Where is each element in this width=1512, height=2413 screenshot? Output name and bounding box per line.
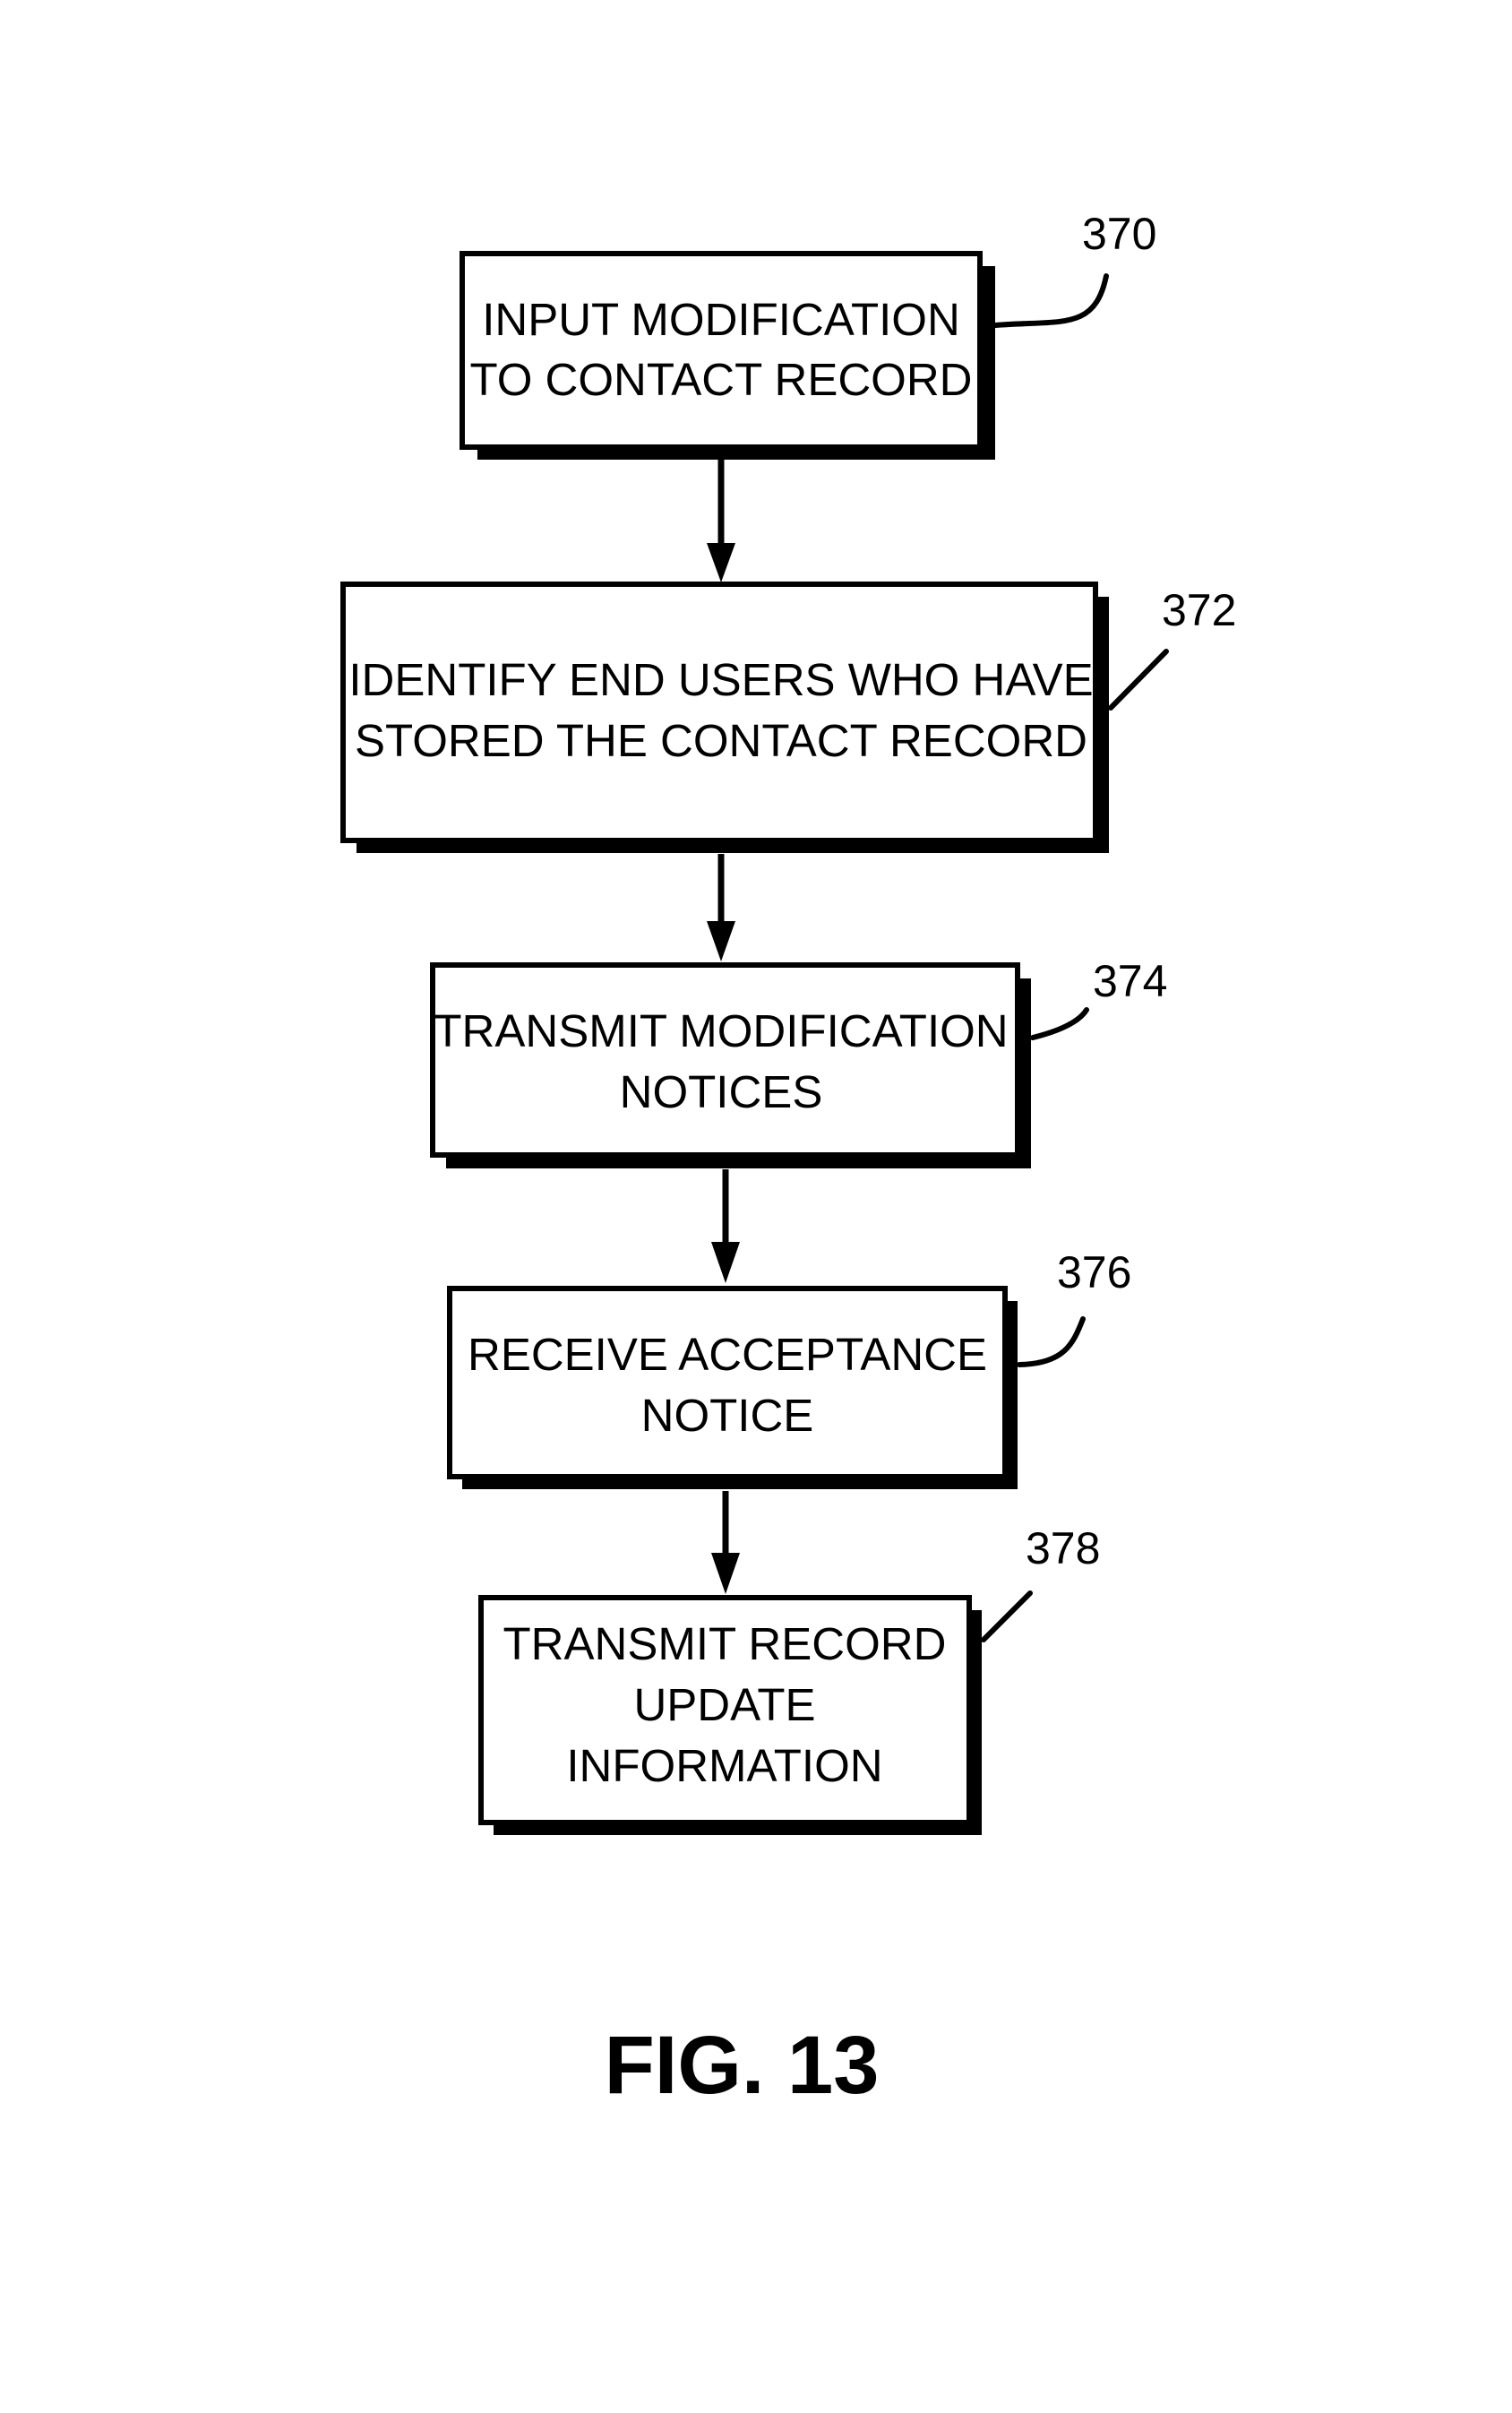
- step-376-line-1: RECEIVE ACCEPTANCE: [468, 1329, 987, 1380]
- ref-label-376: 376: [1057, 1247, 1131, 1297]
- figure-label: FIG. 13: [605, 2020, 880, 2111]
- step-378-line-1: TRANSMIT RECORD: [503, 1618, 947, 1669]
- step-370-line-1: INPUT MODIFICATION: [482, 294, 960, 345]
- box-border: [450, 1288, 1005, 1477]
- flow-arrow: [707, 448, 735, 582]
- ref-label-378: 378: [1026, 1523, 1100, 1573]
- ref-label-374: 374: [1093, 956, 1167, 1006]
- step-box-372: IDENTIFY END USERS WHO HAVE STORED THE C…: [343, 584, 1109, 853]
- leader-line-372: [1111, 651, 1166, 708]
- leader-line-376: [1019, 1319, 1083, 1365]
- step-374-line-1: TRANSMIT MODIFICATION: [434, 1005, 1008, 1056]
- ref-label-370: 370: [1082, 209, 1156, 259]
- step-box-374: TRANSMIT MODIFICATION NOTICES: [433, 965, 1031, 1168]
- step-box-378: TRANSMIT RECORD UPDATE INFORMATION: [481, 1598, 982, 1835]
- step-box-376: RECEIVE ACCEPTANCE NOTICE: [450, 1288, 1018, 1489]
- leader-line-378: [984, 1593, 1030, 1640]
- step-box-370: INPUT MODIFICATION TO CONTACT RECORD: [462, 254, 995, 460]
- step-370-line-2: TO CONTACT RECORD: [469, 354, 972, 405]
- flow-arrow: [711, 1169, 740, 1283]
- step-372-line-2: STORED THE CONTACT RECORD: [355, 715, 1087, 766]
- step-378-line-3: INFORMATION: [566, 1740, 882, 1791]
- flow-arrow: [711, 1491, 740, 1594]
- step-372-line-1: IDENTIFY END USERS WHO HAVE: [348, 654, 1093, 705]
- box-border: [343, 584, 1095, 840]
- box-border: [462, 254, 980, 447]
- leader-line-374: [1033, 1010, 1087, 1038]
- step-376-line-2: NOTICE: [641, 1390, 814, 1441]
- ref-label-372: 372: [1162, 585, 1236, 635]
- box-border: [433, 965, 1018, 1155]
- step-378-line-2: UPDATE: [633, 1679, 815, 1730]
- step-374-line-2: NOTICES: [620, 1066, 823, 1117]
- flow-arrow: [707, 854, 735, 961]
- leader-line-370: [995, 276, 1106, 325]
